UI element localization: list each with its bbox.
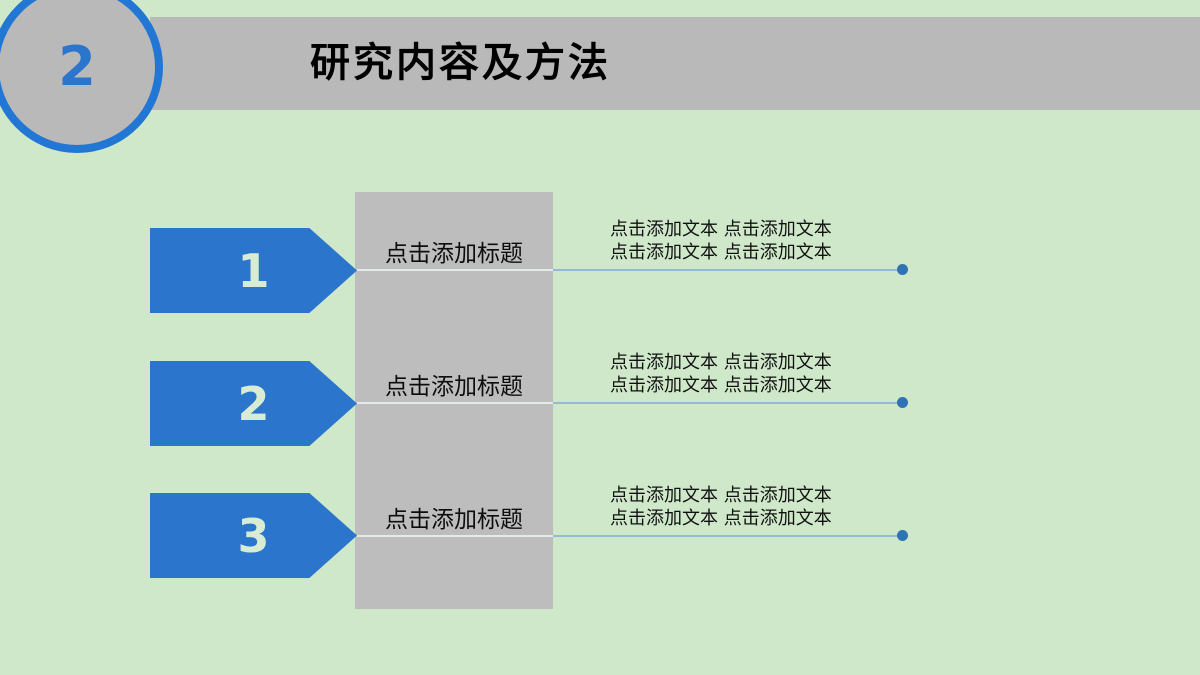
section-number-circle: 2	[0, 0, 163, 153]
section-number: 2	[58, 35, 96, 98]
heading-placeholder-1[interactable]: 点击添加标题	[385, 241, 523, 267]
center-column	[355, 192, 553, 609]
body-text-line: 点击添加文本 点击添加文本	[610, 508, 832, 529]
body-text-line: 点击添加文本 点击添加文本	[610, 485, 832, 506]
heading-placeholder-2[interactable]: 点击添加标题	[385, 374, 523, 400]
step-arrow-3: 3	[150, 493, 357, 578]
body-text-line: 点击添加文本 点击添加文本	[610, 242, 832, 263]
body-text-line: 点击添加文本 点击添加文本	[610, 375, 832, 396]
connector-line-3	[357, 535, 902, 537]
body-text-line: 点击添加文本 点击添加文本	[610, 219, 832, 240]
step-number-3: 3	[237, 508, 270, 563]
step-arrow-2: 2	[150, 361, 357, 446]
step-number-2: 2	[237, 376, 270, 431]
header-bar	[150, 17, 1200, 110]
connector-line-1	[357, 269, 902, 271]
body-text-placeholder-1[interactable]: 点击添加文本 点击添加文本 点击添加文本 点击添加文本	[610, 218, 860, 264]
body-text-line: 点击添加文本 点击添加文本	[610, 352, 832, 373]
connector-line-2	[357, 402, 902, 404]
connector-end-dot-2	[897, 397, 908, 408]
body-text-placeholder-3[interactable]: 点击添加文本 点击添加文本 点击添加文本 点击添加文本	[610, 484, 860, 530]
page-title: 研究内容及方法	[310, 40, 611, 86]
heading-placeholder-3[interactable]: 点击添加标题	[385, 507, 523, 533]
connector-end-dot-3	[897, 530, 908, 541]
connector-end-dot-1	[897, 264, 908, 275]
step-arrow-1: 1	[150, 228, 357, 313]
body-text-placeholder-2[interactable]: 点击添加文本 点击添加文本 点击添加文本 点击添加文本	[610, 351, 860, 397]
step-number-1: 1	[237, 243, 270, 298]
